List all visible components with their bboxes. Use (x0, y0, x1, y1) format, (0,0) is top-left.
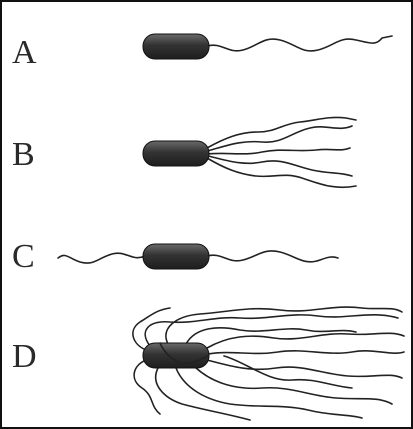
flagellum (208, 148, 350, 154)
bacterium-c (58, 244, 338, 269)
flagellum (196, 368, 392, 404)
flagellum (156, 368, 250, 420)
flagellum (224, 356, 352, 388)
flagellum (58, 253, 145, 263)
bacterium-d (133, 307, 404, 420)
cell-body (143, 34, 209, 59)
flagellum (207, 333, 404, 348)
flagellum (208, 351, 404, 354)
bacterium-a (143, 34, 392, 59)
flagellum (207, 117, 356, 148)
flagellum (207, 360, 402, 378)
cell-body (143, 141, 209, 166)
flagellum (207, 36, 392, 51)
flagellum (208, 156, 352, 176)
flagellum (207, 126, 352, 151)
bacterium-b (143, 117, 356, 187)
flagellum (186, 328, 356, 344)
flagellum (207, 251, 338, 262)
cell-body (143, 343, 209, 368)
cell-body (143, 244, 209, 269)
